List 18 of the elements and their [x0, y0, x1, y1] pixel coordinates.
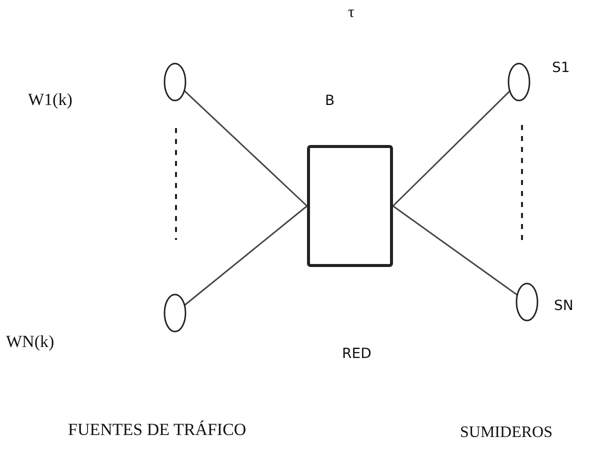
node-label: S1 — [552, 60, 570, 76]
symbol-label: τ — [348, 4, 354, 22]
group-label: SUMIDEROS — [460, 424, 552, 442]
circle-node — [515, 282, 539, 322]
connector-line — [392, 90, 510, 207]
connector-line — [184, 90, 308, 207]
group-label: FUENTES DE TRÁFICO — [68, 420, 246, 440]
source-label: WN(k) — [6, 332, 54, 352]
connector-line — [184, 205, 308, 306]
circle-node — [507, 62, 531, 102]
circle-node — [163, 293, 187, 333]
source-label: W1(k) — [28, 90, 72, 110]
node-label: B — [325, 93, 335, 109]
node-label: SN — [554, 298, 574, 314]
network-box — [307, 145, 393, 267]
network-label: RED — [342, 346, 372, 362]
connector-line — [392, 205, 518, 296]
circle-node — [163, 62, 187, 102]
